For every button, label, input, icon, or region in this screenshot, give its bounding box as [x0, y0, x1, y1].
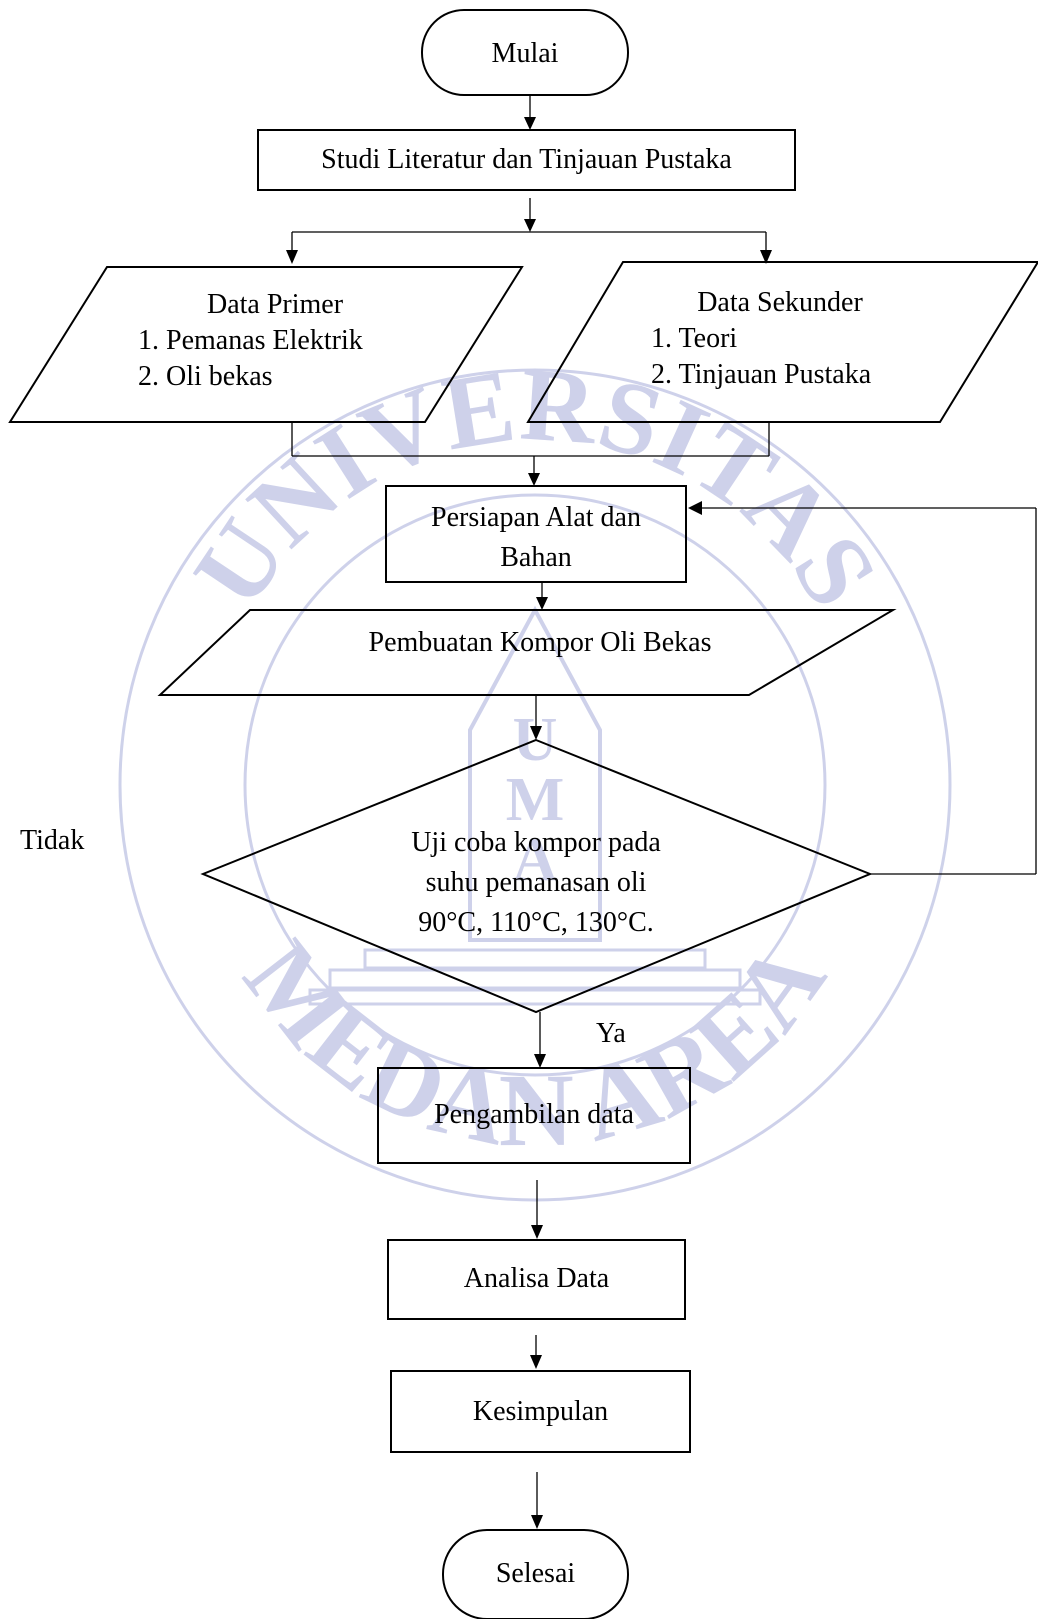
start-label: Mulai — [491, 38, 559, 69]
data-sekunder-item-1: 1. Teori — [651, 323, 738, 354]
uji-label-line-1: Uji coba kompor pada — [411, 827, 661, 858]
pengambilan-label: Pengambilan data — [434, 1099, 634, 1130]
seal-base-step-2 — [328, 968, 742, 990]
uji-label-line-2: suhu pemanasan oli — [425, 867, 647, 898]
data-primer-title: Data Primer — [206, 289, 344, 320]
seal-base-step-1 — [363, 948, 707, 970]
ya-label: Ya — [596, 1018, 626, 1049]
kesimpulan-box — [390, 1370, 691, 1453]
pembuatan-parallelogram — [157, 609, 897, 696]
pengambilan-box — [377, 1067, 691, 1164]
pembuatan-label: Pembuatan Kompor Oli Bekas — [368, 627, 712, 658]
persiapan-label-line-1: Persiapan Alat dan — [431, 502, 641, 533]
uji-label-line-3: 90°C, 110°C, 130°C. — [418, 907, 654, 938]
studi-literatur-box — [257, 129, 796, 191]
analisa-label: Analisa Data — [463, 1263, 610, 1294]
studi-literatur-label: Studi Literatur dan Tinjauan Pustaka — [321, 144, 732, 175]
persiapan-box — [385, 485, 687, 583]
seal-base-step-3 — [308, 988, 762, 1006]
data-primer-item-2: 2. Oli bekas — [138, 361, 273, 392]
start-terminal — [421, 9, 629, 96]
data-primer-parallelogram — [8, 266, 524, 423]
seal-letter-m: M — [506, 766, 565, 834]
analisa-box — [387, 1239, 686, 1320]
seal-letter-a: A — [513, 826, 558, 894]
uji-decision-diamond — [200, 738, 873, 1014]
data-primer-item-1: 1. Pemanas Elektrik — [138, 325, 363, 356]
kesimpulan-label: Kesimpulan — [472, 1396, 609, 1427]
tidak-label: Tidak — [20, 825, 85, 856]
connector-lines — [291, 95, 1037, 1515]
end-label: Selesai — [495, 1558, 576, 1589]
data-sekunder-title: Data Sekunder — [697, 287, 863, 318]
seal-emblem-outline — [468, 605, 602, 942]
persiapan-label-line-2: Bahan — [500, 542, 572, 573]
end-terminal — [442, 1529, 629, 1619]
data-sekunder-parallelogram — [526, 261, 1038, 423]
data-sekunder-item-2: 2. Tinjauan Pustaka — [651, 359, 872, 390]
arrow-heads — [286, 117, 772, 1529]
